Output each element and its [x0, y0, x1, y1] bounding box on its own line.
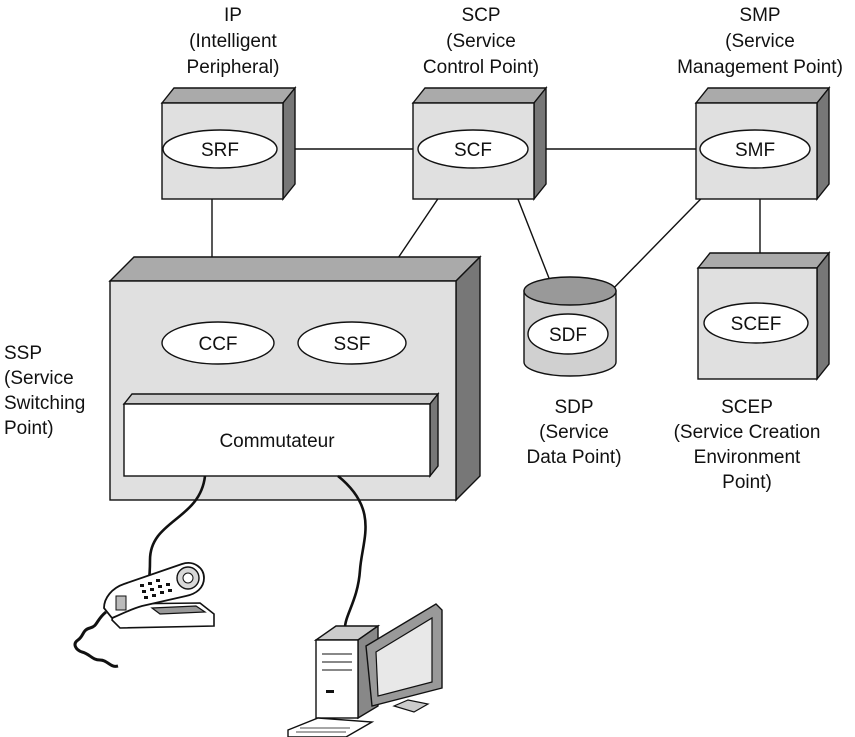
scp-label: SCP (Service Control Point) [423, 5, 539, 78]
ip-line1: (Intelligent [189, 31, 277, 52]
scef-label: SCEF [731, 314, 782, 335]
smp-label: SMP (Service Management Point) [677, 5, 843, 78]
scp-line2: Control Point) [423, 57, 539, 78]
switch-label: Commutateur [219, 431, 335, 452]
sdp-line2: Data Point) [526, 447, 621, 468]
sdf-oval: SDF [527, 313, 609, 355]
switch-box: Commutateur [122, 392, 440, 478]
ip-name: IP [224, 5, 242, 26]
computer-icon [287, 603, 443, 737]
ip-line2: Peripheral) [187, 57, 280, 78]
smf-label: SMF [735, 140, 775, 161]
computer-cable [337, 474, 367, 629]
smp-line2: Management Point) [677, 57, 843, 78]
scf-label: SCF [454, 140, 492, 161]
ip-label: IP (Intelligent Peripheral) [187, 5, 280, 78]
srf-oval: SRF [162, 129, 278, 169]
scf-oval: SCF [417, 129, 529, 169]
ssf-label: SSF [334, 334, 371, 355]
ccf-oval: CCF [161, 321, 275, 365]
ssp-line1: (Service [4, 368, 74, 389]
ssp-line3: Point) [4, 418, 54, 439]
ssp-label: SSP (Service Switching Point) [4, 343, 85, 439]
sdp-name: SDP [554, 397, 593, 418]
scef-oval: SCEF [703, 302, 809, 344]
sdf-label: SDF [549, 325, 587, 346]
sdp-label: SDP (Service Data Point) [526, 397, 621, 468]
ssf-oval: SSF [297, 321, 407, 365]
scep-line2: Environment [694, 447, 801, 468]
scp-line1: (Service [446, 31, 516, 52]
smp-line1: (Service [725, 31, 795, 52]
scep-label: SCEP (Service Creation Environment Point… [674, 397, 821, 493]
ccf-label: CCF [198, 334, 237, 355]
function-ovals: SRF SCF SMF CCF SSF SDF SCEF [161, 129, 811, 365]
ssp-name: SSP [4, 343, 42, 364]
ssp-line2: Switching [4, 393, 85, 414]
scep-line3: Point) [722, 472, 772, 493]
scep-name: SCEP [721, 397, 773, 418]
telephone-icon [73, 562, 215, 668]
scep-line1: (Service Creation [674, 422, 821, 443]
scp-name: SCP [461, 5, 500, 26]
smf-oval: SMF [699, 129, 811, 169]
sdp-line1: (Service [539, 422, 609, 443]
smp-name: SMP [739, 5, 780, 26]
srf-label: SRF [201, 140, 239, 161]
